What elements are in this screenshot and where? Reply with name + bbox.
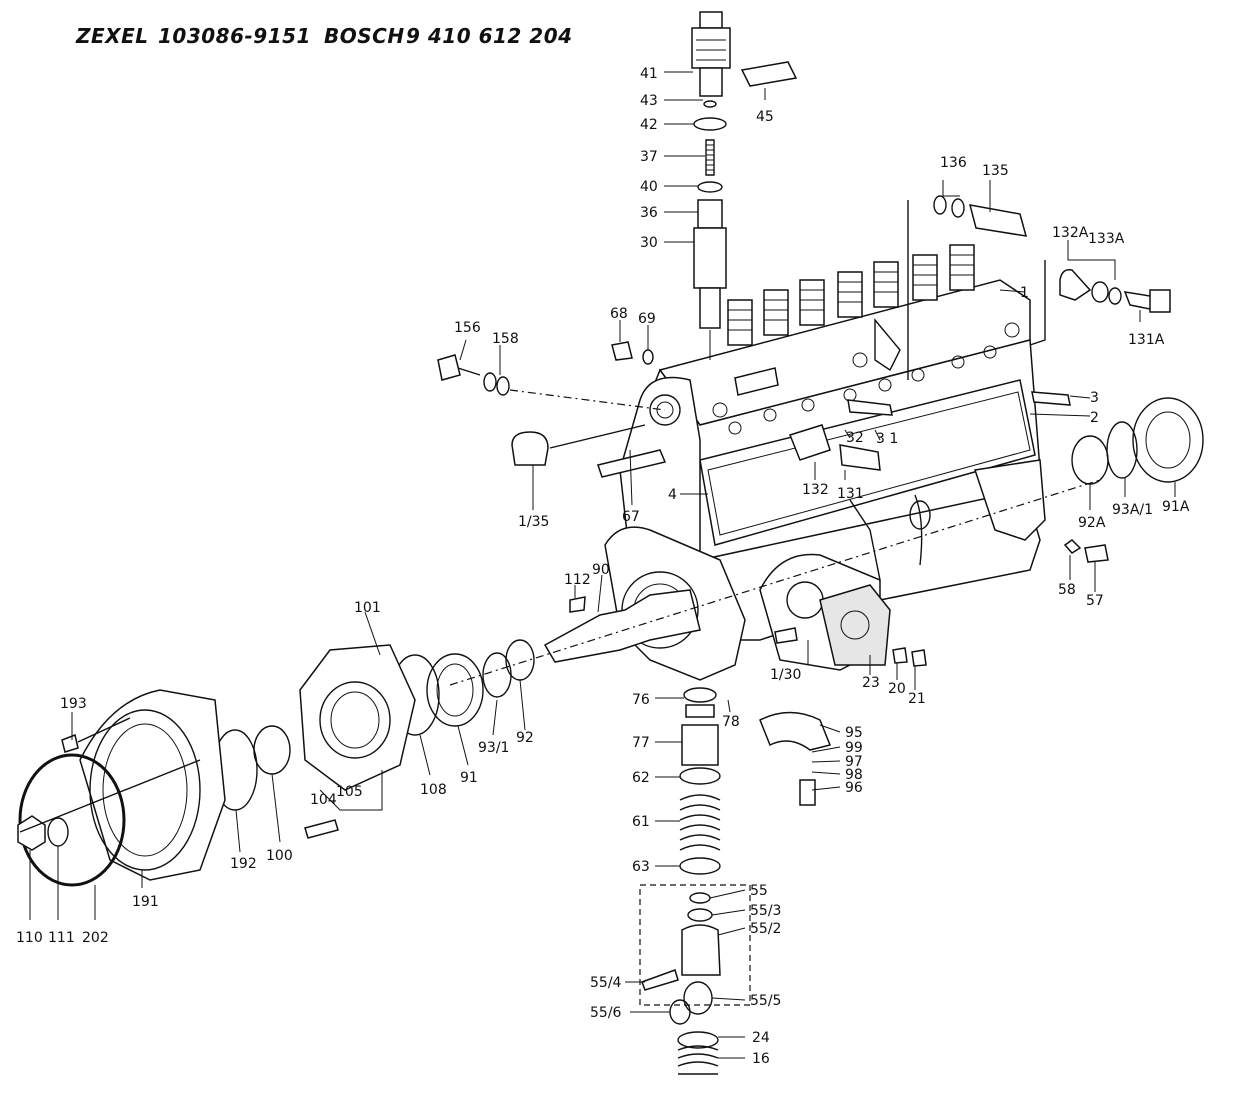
- label-132A: 132A: [1052, 225, 1089, 241]
- header-brand1: ZEXEL: [76, 24, 149, 48]
- label-133A: 133A: [1088, 231, 1125, 247]
- label-55: 55: [750, 883, 768, 899]
- label-108: 108: [420, 782, 447, 798]
- label-92A: 92A: [1078, 515, 1106, 531]
- label-131: 131: [837, 486, 864, 502]
- header-code2: 9 410 612 204: [406, 24, 573, 48]
- label-131A: 131A: [1128, 332, 1165, 348]
- label-21: 21: [908, 691, 926, 707]
- label-135: 135: [982, 163, 1009, 179]
- label-112: 112: [564, 572, 591, 588]
- label-45: 45: [756, 109, 774, 125]
- label-41: 41: [640, 66, 658, 82]
- label-69: 69: [638, 311, 656, 327]
- top-right-fittings: [907, 195, 1171, 380]
- label-202: 202: [82, 930, 109, 946]
- label-99: 99: [845, 740, 863, 756]
- label-55-2: 55/2: [750, 921, 781, 937]
- left-bolts: [437, 341, 667, 478]
- label-91: 91: [460, 770, 478, 786]
- label-24: 24: [752, 1030, 770, 1046]
- label-2: 2: [1090, 410, 1099, 426]
- label-32: 32: [846, 430, 864, 446]
- label-16: 16: [752, 1051, 770, 1067]
- label-96: 96: [845, 780, 863, 796]
- label-67: 67: [622, 509, 640, 525]
- part-labels: 41 43 42 37 40 36 30 45 136 135 132A 133…: [16, 66, 1190, 1067]
- label-1-30: 1/30: [770, 667, 801, 683]
- label-55-6: 55/6: [590, 1005, 622, 1021]
- label-63: 63: [632, 859, 650, 875]
- label-1: 1: [1020, 285, 1029, 301]
- label-55-4: 55/4: [590, 975, 622, 991]
- label-92: 92: [516, 730, 534, 746]
- label-191: 191: [132, 894, 159, 910]
- label-100: 100: [266, 848, 293, 864]
- label-105: 105: [336, 784, 363, 800]
- label-40: 40: [640, 179, 658, 195]
- label-158: 158: [492, 331, 519, 347]
- label-76: 76: [632, 692, 650, 708]
- label-23: 23: [862, 675, 880, 691]
- label-93-1: 93/1: [478, 740, 509, 756]
- label-136: 136: [940, 155, 967, 171]
- label-1-35: 1/35: [518, 514, 549, 530]
- top-column-parts: [691, 11, 798, 360]
- label-78: 78: [722, 714, 740, 730]
- label-104: 104: [310, 792, 337, 808]
- camshaft-group: [17, 479, 1101, 887]
- tappet-column: [639, 687, 832, 1075]
- label-37: 37: [640, 149, 658, 165]
- label-77: 77: [632, 735, 650, 751]
- label-110: 110: [16, 930, 43, 946]
- right-bearing-group: [774, 391, 1204, 667]
- label-156: 156: [454, 320, 481, 336]
- label-97: 97: [845, 754, 863, 770]
- label-101: 101: [354, 600, 381, 616]
- label-90: 90: [592, 562, 610, 578]
- label-20: 20: [888, 681, 906, 697]
- label-55-3: 55/3: [750, 903, 781, 919]
- label-93A-1: 93A/1: [1112, 502, 1153, 518]
- label-192: 192: [230, 856, 257, 872]
- label-62: 62: [632, 770, 650, 786]
- label-61: 61: [632, 814, 650, 830]
- label-111: 111: [48, 930, 75, 946]
- label-132: 132: [802, 482, 829, 498]
- label-42: 42: [640, 117, 658, 133]
- label-31: 3 1: [876, 431, 898, 447]
- label-68: 68: [610, 306, 628, 322]
- label-98: 98: [845, 767, 863, 783]
- label-43: 43: [640, 93, 658, 109]
- label-55-5: 55/5: [750, 993, 781, 1009]
- label-4: 4: [668, 487, 677, 503]
- header-brand2: BOSCH: [324, 24, 405, 48]
- label-58: 58: [1058, 582, 1076, 598]
- header-code1: 103086-9151: [158, 24, 311, 48]
- label-3: 3: [1090, 390, 1099, 406]
- leader-lines: [29, 71, 1176, 1059]
- delivery-valve-holders: [727, 244, 975, 346]
- label-193: 193: [60, 696, 87, 712]
- label-36: 36: [640, 205, 658, 221]
- label-95: 95: [845, 725, 863, 741]
- label-30: 30: [640, 235, 658, 251]
- label-57: 57: [1086, 593, 1104, 609]
- label-91A: 91A: [1162, 499, 1190, 515]
